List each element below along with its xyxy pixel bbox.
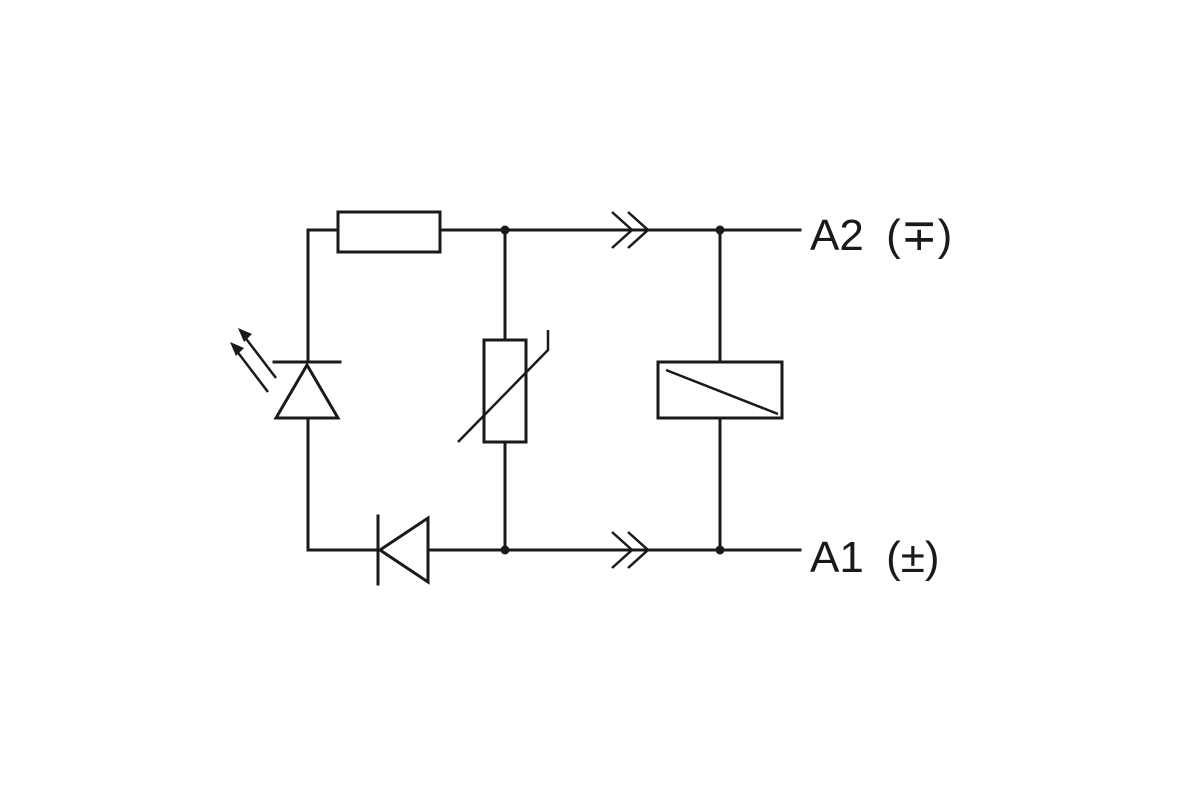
terminal-polarity: (±) [886, 533, 939, 582]
varistor-branch [457, 228, 550, 552]
terminal-name: A1 [810, 533, 864, 582]
resistor [336, 210, 442, 254]
led-light-arrows-icon [230, 328, 277, 393]
resistor-body [336, 210, 442, 254]
varistor-slash [457, 330, 550, 443]
connector-top [611, 211, 650, 249]
terminal-name: A2 [810, 211, 864, 260]
relay-coil-diagonal [665, 368, 779, 416]
junction-dot [715, 545, 725, 555]
diode [376, 514, 430, 586]
junction-dot [715, 225, 725, 235]
terminal-label-top: A2 (∓) [810, 211, 952, 260]
diode-triangle [377, 515, 430, 585]
junction-dot [500, 545, 510, 555]
relay-coil-branch [656, 228, 784, 552]
left-branch-wires [306, 228, 380, 552]
junction-dots [500, 225, 725, 555]
terminal-polarity: (∓) [886, 211, 952, 260]
led [230, 328, 342, 420]
svg-text:A2 (∓): A2 (∓) [810, 211, 952, 260]
varistor-body [482, 338, 528, 444]
wire-bottom-left [306, 418, 380, 552]
wire-top-left [306, 228, 340, 362]
junction-dot [500, 225, 510, 235]
connector-bottom [611, 531, 650, 569]
terminal-label-bottom: A1 (±) [810, 533, 940, 582]
svg-text:A1 (±): A1 (±) [810, 533, 940, 582]
led-triangle [273, 362, 341, 420]
